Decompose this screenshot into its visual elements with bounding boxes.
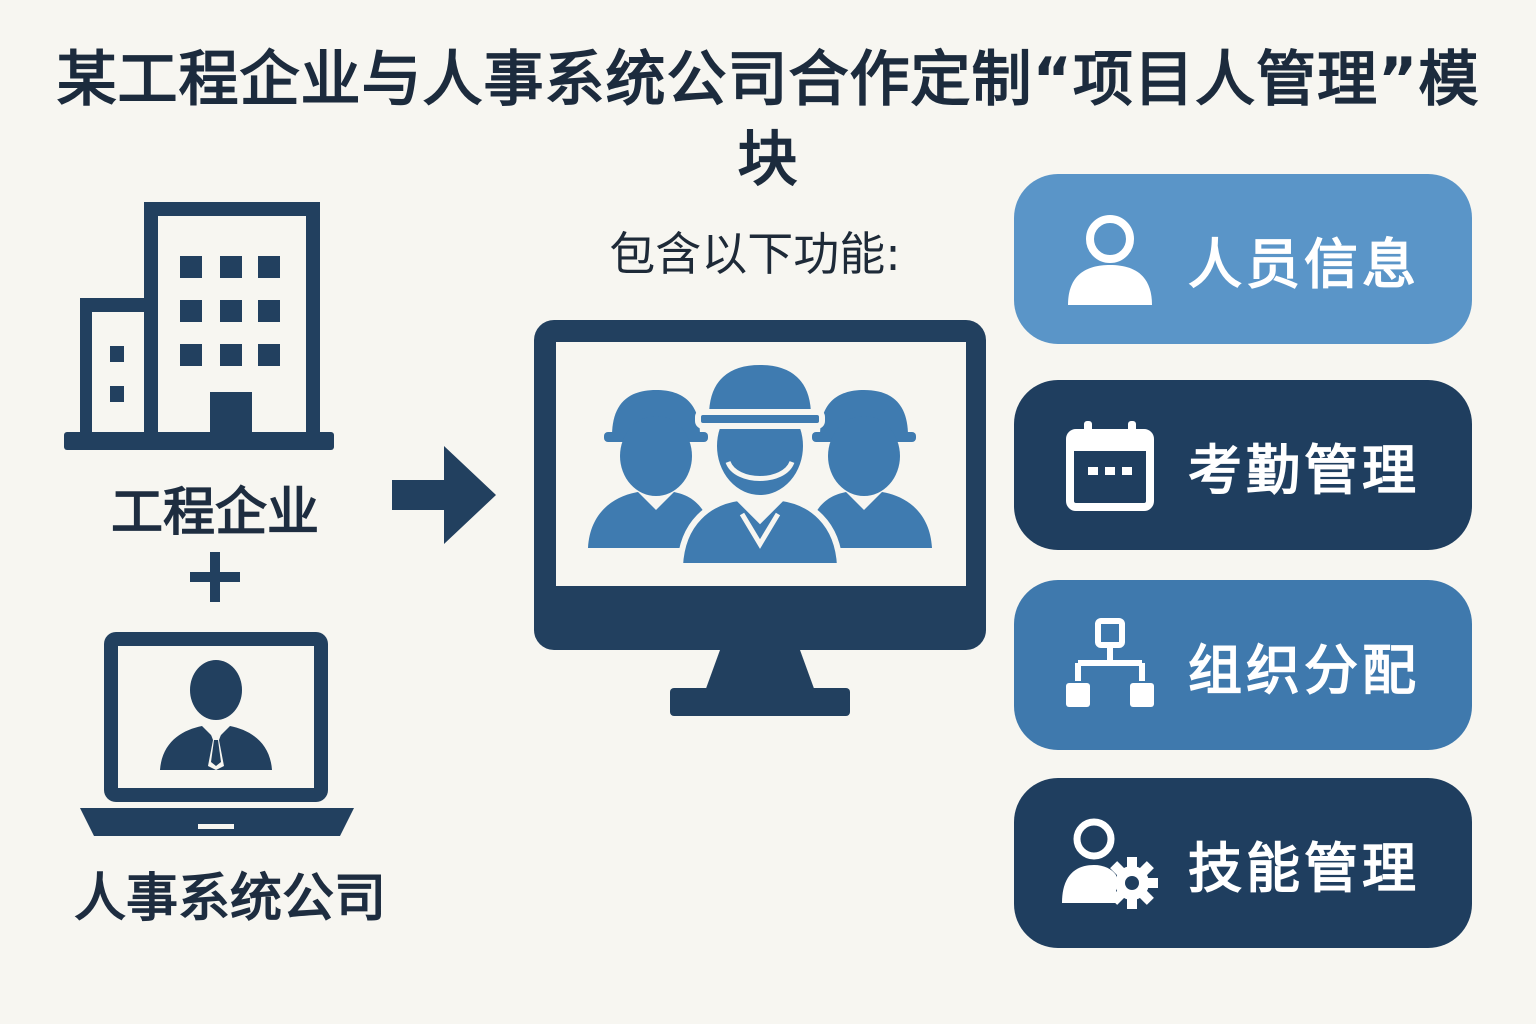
feature-personnel-info[interactable]: 人员信息 [1014, 174, 1472, 344]
right-arrow-icon [392, 446, 496, 544]
office-building-icon [64, 202, 334, 450]
feature-label: 技能管理 [1188, 836, 1420, 900]
laptop-businessman-icon [80, 632, 354, 836]
hr-company-label: 人事系统公司 [73, 869, 386, 929]
feature-label: 人员信息 [1188, 232, 1420, 296]
feature-label: 考勤管理 [1188, 438, 1420, 502]
plus-icon [190, 552, 240, 602]
monitor-workers-icon [534, 320, 986, 716]
feature-label: 组织分配 [1188, 638, 1420, 702]
feature-org-assignment[interactable]: 组织分配 [1014, 580, 1472, 750]
user-gear-icon [1062, 818, 1158, 909]
calendar-icon [1066, 421, 1154, 511]
user-icon [1068, 215, 1152, 305]
feature-skills[interactable]: 技能管理 [1014, 778, 1472, 948]
org-chart-icon [1066, 618, 1154, 707]
page-title: 某工程企业与人事系统公司合作定制“项目人管理”模块 [56, 45, 1480, 195]
features-intro: 包含以下功能: [609, 227, 901, 281]
engineering-company-label: 工程企业 [110, 483, 319, 543]
feature-attendance[interactable]: 考勤管理 [1014, 380, 1472, 550]
